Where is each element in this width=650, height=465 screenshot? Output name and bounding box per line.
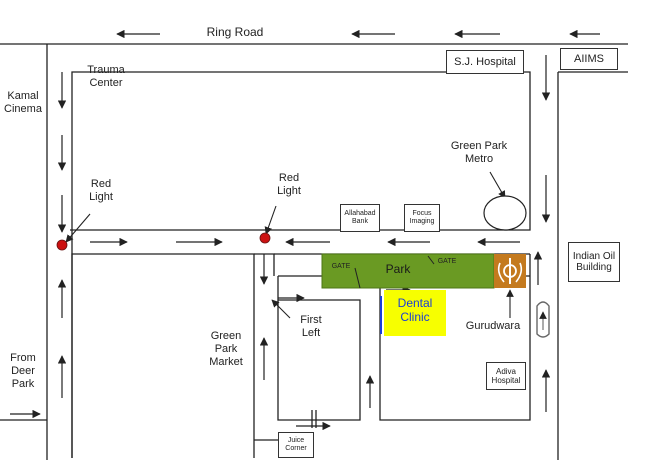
juice-corner-box: Juice Corner xyxy=(278,432,314,458)
metro-oval-icon xyxy=(483,195,527,231)
red-light-mid-marker xyxy=(259,232,271,244)
pointer-first-left xyxy=(271,299,291,319)
indian-oil-box: Indian Oil Building xyxy=(568,242,620,282)
from-deer-park-label: From Deer Park xyxy=(10,352,36,391)
road-edge-first-left-block xyxy=(277,276,361,421)
red-light-left-label: Red Light xyxy=(89,178,113,204)
dental-clinic-label: Dental Clinic xyxy=(397,296,433,325)
park-area xyxy=(321,253,495,289)
ring-road-label: Ring Road xyxy=(206,25,264,39)
park-label: Park xyxy=(385,262,411,276)
red-light-left-marker xyxy=(56,239,68,251)
road-edge-lower-block xyxy=(379,254,531,421)
green-park-market-label: Green Park Market xyxy=(209,330,243,369)
park-gate-left-mark xyxy=(354,267,361,289)
dental-clinic-area xyxy=(384,290,446,336)
pointer-red-light-left xyxy=(65,213,91,243)
park-gate-right-mark xyxy=(427,255,435,265)
pointer-metro xyxy=(489,171,506,199)
first-left-label: First Left xyxy=(300,314,322,340)
allahabad-bank-box: Allahabad Bank xyxy=(340,204,380,232)
direction-arrows xyxy=(10,29,600,431)
green-park-metro-label: Green Park Metro xyxy=(450,140,508,166)
sj-hospital-box: S.J. Hospital xyxy=(446,50,524,74)
khanda-icon xyxy=(497,258,523,284)
red-light-mid-label: Red Light xyxy=(277,172,301,198)
focus-imaging-box: Focus Imaging xyxy=(404,204,440,232)
gate-left-label: GATE xyxy=(331,263,351,270)
road-edge-first-left-entry xyxy=(254,253,275,276)
trauma-center-label: Trauma Center xyxy=(87,64,125,90)
kamal-cinema-label: Kamal Cinema xyxy=(4,90,42,116)
road-edges xyxy=(0,43,628,460)
aiims-box: AIIMS xyxy=(560,48,618,70)
gate-right-label: GATE xyxy=(437,258,457,265)
gurudwara-label: Gurudwara xyxy=(465,320,521,332)
pointer-lines xyxy=(65,171,514,319)
road-edge-market-block xyxy=(71,253,255,458)
adiva-hospital-box: Adiva Hospital xyxy=(486,362,526,390)
pointer-red-light-mid xyxy=(264,205,277,235)
